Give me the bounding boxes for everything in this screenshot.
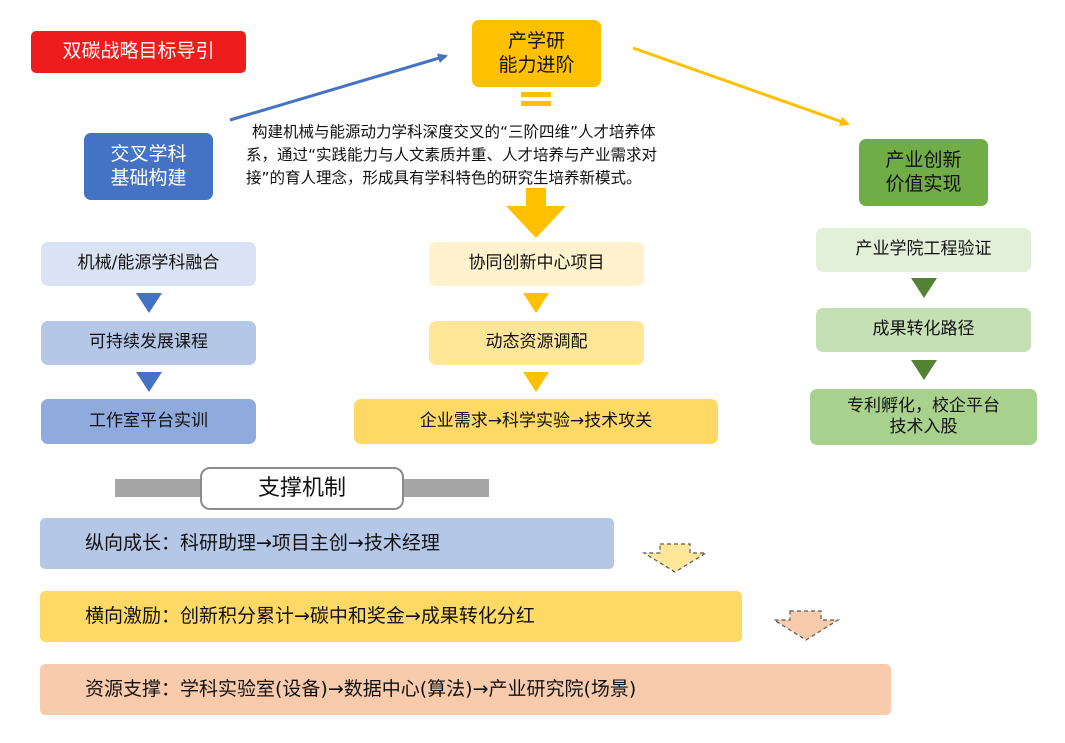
left-step-1-label: 机械/能源学科融合 — [77, 253, 220, 274]
support-title-label: 支撑机制 — [257, 475, 346, 501]
right-step-2-label: 成果转化路径 — [872, 319, 975, 340]
top-node-line2: 能力进阶 — [498, 53, 575, 76]
right-step-3-line2: 技术入股 — [889, 417, 958, 437]
middle-step-3-label: 企业需求→科学实验→技术攻关 — [419, 410, 653, 431]
top-node: 产学研 能力进阶 — [472, 20, 601, 87]
mechanism-horizontal-incentive: 横向激励：创新积分累计→碳中和奖金→成果转化分红 — [40, 591, 742, 642]
arrow-top-to-right — [632, 46, 850, 127]
middle-step-2-label: 动态资源调配 — [485, 332, 588, 353]
down-triangle-right-2 — [911, 360, 937, 380]
description-line-3: 接”的育人理念，形成具有学科特色的研究生培养新模式。 — [246, 169, 642, 187]
down-triangle-mid-2 — [523, 372, 549, 392]
right-step-3: 专利孵化，校企平台 技术入股 — [810, 389, 1037, 445]
down-triangle-mid-1 — [523, 293, 549, 313]
chevron-arrow-1 — [641, 543, 709, 573]
right-node: 产业创新 价值实现 — [859, 139, 988, 206]
support-title: 支撑机制 — [200, 467, 404, 510]
left-step-3: 工作室平台实训 — [41, 399, 256, 444]
left-step-2: 可持续发展课程 — [41, 321, 256, 365]
right-step-1: 产业学院工程验证 — [816, 228, 1031, 272]
title-badge-text: 双碳战略目标导引 — [62, 40, 215, 63]
left-node-line1: 交叉学科 — [110, 142, 187, 165]
left-node-line2: 基础构建 — [110, 166, 187, 189]
big-down-arrow — [506, 188, 566, 238]
mechanism-1-label: 纵向成长：科研助理→项目主创→技术经理 — [85, 531, 440, 554]
mechanism-resource-support: 资源支撑：学科实验室(设备)→数据中心(算法)→产业研究院(场景) — [40, 664, 891, 715]
middle-step-1: 协同创新中心项目 — [429, 242, 644, 286]
right-step-1-label: 产业学院工程验证 — [855, 239, 992, 260]
top-node-line1: 产学研 — [507, 29, 565, 52]
support-bar-right — [402, 479, 489, 497]
mechanism-vertical-growth: 纵向成长：科研助理→项目主创→技术经理 — [40, 518, 614, 569]
mechanism-3-label: 资源支撑：学科实验室(设备)→数据中心(算法)→产业研究院(场景) — [85, 677, 637, 700]
middle-step-3: 企业需求→科学实验→技术攻关 — [354, 399, 718, 444]
right-step-3-line1: 专利孵化，校企平台 — [847, 395, 1000, 416]
mechanism-2-label: 横向激励：创新积分累计→碳中和奖金→成果转化分红 — [85, 604, 535, 627]
right-step-2: 成果转化路径 — [816, 308, 1031, 352]
middle-step-2: 动态资源调配 — [429, 321, 644, 365]
support-bar-left — [115, 479, 203, 497]
description-text: 构建机械与能源动力学科深度交叉的“三阶四维”人才培养体 系，通过“实践能力与人文… — [246, 121, 822, 190]
left-step-3-label: 工作室平台实训 — [89, 410, 208, 431]
equals-bar-top — [521, 92, 551, 97]
equals-bar-bottom — [521, 101, 551, 106]
left-node: 交叉学科 基础构建 — [84, 133, 213, 200]
title-badge: 双碳战略目标导引 — [31, 31, 246, 73]
chevron-arrow-2 — [771, 610, 841, 641]
left-step-2-label: 可持续发展课程 — [89, 332, 208, 353]
down-triangle-left-2 — [136, 372, 162, 392]
down-triangle-right-1 — [911, 278, 937, 298]
down-triangle-left-1 — [136, 293, 162, 313]
description-line-2: 系，通过“实践能力与人文素质并重、人才培养与产业需求对 — [246, 146, 658, 164]
right-node-line1: 产业创新 — [885, 148, 962, 171]
right-node-line2: 价值实现 — [885, 172, 962, 195]
middle-step-1-label: 协同创新中心项目 — [468, 253, 605, 274]
description-line-1: 构建机械与能源动力学科深度交叉的“三阶四维”人才培养体 — [252, 123, 656, 141]
left-step-1: 机械/能源学科融合 — [41, 242, 256, 286]
arrow-left-to-top — [229, 53, 448, 122]
